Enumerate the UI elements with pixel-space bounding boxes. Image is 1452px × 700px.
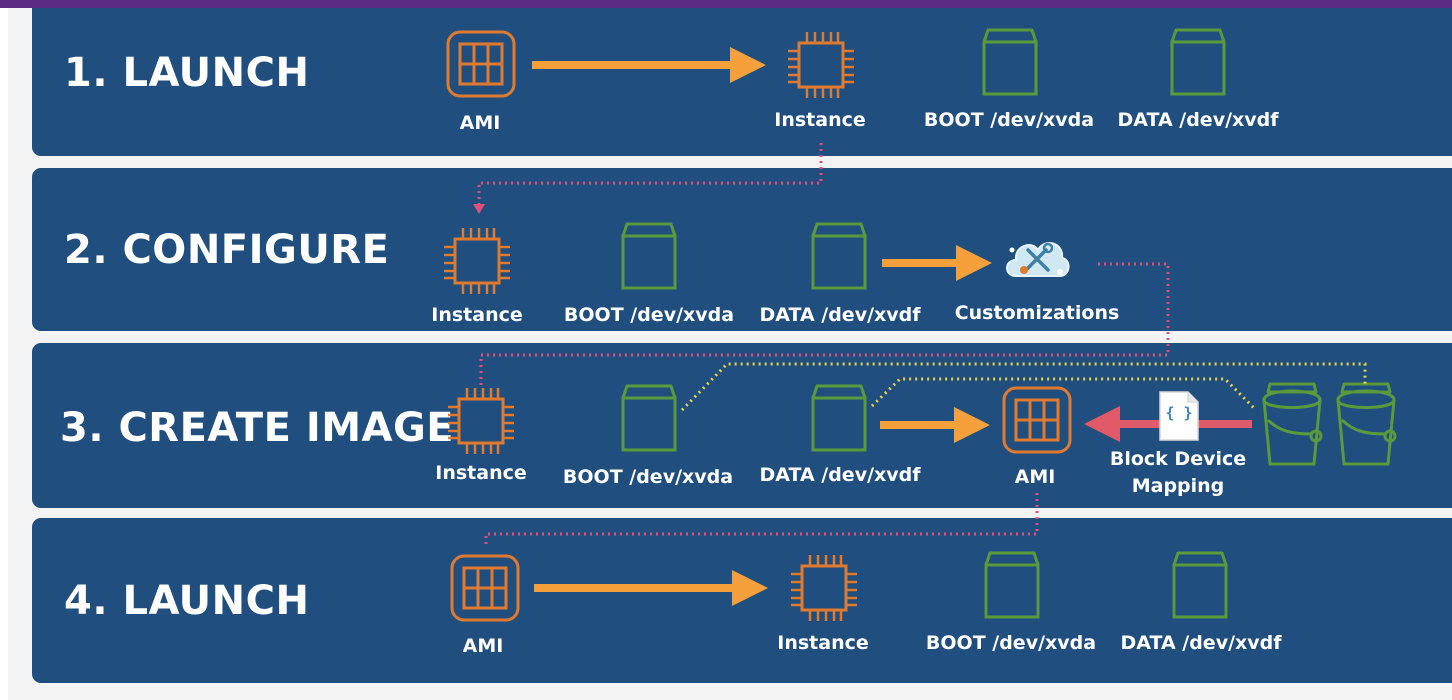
step-1-instance-label: Instance xyxy=(774,109,866,131)
step-4-instance-label: Instance xyxy=(777,632,869,654)
arrow-right-icon xyxy=(880,407,990,443)
arrow-right-icon xyxy=(532,47,766,83)
boot-volume-icon xyxy=(984,551,1040,619)
arrow-right-icon xyxy=(882,245,992,281)
json-braces-glyph: { } xyxy=(1165,404,1193,422)
step-3-boot-label: BOOT /dev/xvda xyxy=(562,466,734,488)
step-2-instance-label: Instance xyxy=(431,304,523,326)
step-1-panel xyxy=(32,8,1452,156)
step-4-boot-label: BOOT /dev/xvda xyxy=(925,632,1097,654)
left-margin xyxy=(0,8,8,700)
instance-chip-icon xyxy=(788,32,854,98)
step-4-ami-label: AMI xyxy=(462,635,504,657)
boot-to-snapshot-connector xyxy=(680,362,1367,412)
data-volume-icon xyxy=(811,222,867,290)
customizations-cloud-icon xyxy=(1006,242,1070,277)
customizations-to-instance-connector xyxy=(479,262,1170,386)
data-volume-icon xyxy=(1172,551,1228,619)
boot-volume-icon xyxy=(982,28,1038,96)
json-document-icon: { } xyxy=(1158,390,1200,442)
boot-volume-icon xyxy=(621,222,677,290)
snapshot-bucket-icon xyxy=(1336,382,1397,466)
data-volume-icon xyxy=(811,384,867,452)
data-volume-icon xyxy=(1170,28,1226,96)
instance-chip-icon xyxy=(791,555,857,621)
ami-icon xyxy=(1002,386,1072,454)
instance-chip-icon xyxy=(444,228,510,294)
step-2-title: 2. CONFIGURE xyxy=(64,227,390,273)
instance-to-configure-connector xyxy=(477,143,823,206)
ami-icon xyxy=(446,30,516,98)
snapshot-bucket-icon xyxy=(1262,382,1323,466)
step-1-title: 1. LAUNCH xyxy=(64,50,310,96)
ami-to-launch-connector xyxy=(484,493,1039,548)
step-3-ami-label: AMI xyxy=(1014,466,1056,488)
boot-volume-icon xyxy=(621,384,677,452)
step-3-title: 3. CREATE IMAGE xyxy=(60,405,455,451)
step-4-data-label: DATA /dev/xvdf xyxy=(1120,632,1282,654)
step-3-block-device-mapping-label: Block Device Mapping xyxy=(1109,448,1247,497)
step-3-data-label: DATA /dev/xvdf xyxy=(759,464,921,486)
step-2-customizations-label: Customizations xyxy=(954,302,1120,324)
step-3-instance-label: Instance xyxy=(435,462,527,484)
step-2-panel xyxy=(32,168,1452,331)
step-1-data-label: DATA /dev/xvdf xyxy=(1117,109,1279,131)
step-4-title: 4. LAUNCH xyxy=(64,578,310,624)
arrow-right-icon xyxy=(534,570,768,606)
top-bar xyxy=(0,0,1452,8)
step-1-ami-label: AMI xyxy=(459,112,501,134)
connector-arrowhead-icon xyxy=(473,204,485,214)
step-2-boot-label: BOOT /dev/xvda xyxy=(563,304,735,326)
data-to-snapshot-connector xyxy=(870,377,1258,412)
step-1-boot-label: BOOT /dev/xvda xyxy=(923,109,1095,131)
instance-chip-icon xyxy=(448,388,514,454)
step-2-data-label: DATA /dev/xvdf xyxy=(759,304,921,326)
ami-icon xyxy=(450,554,520,622)
